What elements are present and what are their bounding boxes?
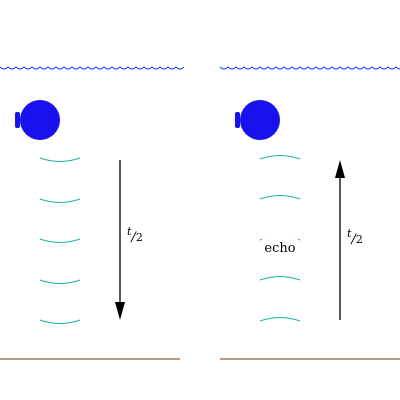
sound-wave-arc [39,238,81,244]
sound-wave-arc [259,154,301,160]
sonar-body-left [20,100,60,140]
water-surface-right [219,66,400,70]
sonar-body-right [240,100,280,140]
time-numerator-right: t [347,227,352,240]
sound-wave-arc [259,194,301,200]
arrowhead-up-icon [335,160,345,178]
sonar-transducer-right [235,112,240,128]
sound-wave-arc [39,198,81,204]
sonar-emitter-left-icon [15,100,60,140]
fraction-slash-right: / [349,232,357,247]
time-label-right: t/2 [347,227,363,248]
sound-wave-arc [39,157,81,163]
left-panel: t/2 [0,66,185,360]
time-denominator-left: 2 [136,231,143,244]
sound-wave-arc [259,316,301,322]
water-surface-left [0,66,185,70]
time-label-left: t/2 [127,225,143,246]
sound-wave-arc [39,319,81,325]
arrowhead-down-icon [115,302,125,320]
time-numerator-left: t [127,225,132,238]
sound-wave-arc [259,275,301,281]
sound-wave-arc [39,279,81,285]
right-panel: t/2 echo [219,66,400,360]
time-denominator-right: 2 [356,233,363,246]
wave-group-left [39,157,81,325]
echo-label-bg [262,236,298,256]
fraction-slash-left: / [129,230,137,245]
echo-label: echo [264,241,295,256]
sonar-transducer-left [15,112,20,128]
sonar-emitter-right-icon [235,100,280,140]
